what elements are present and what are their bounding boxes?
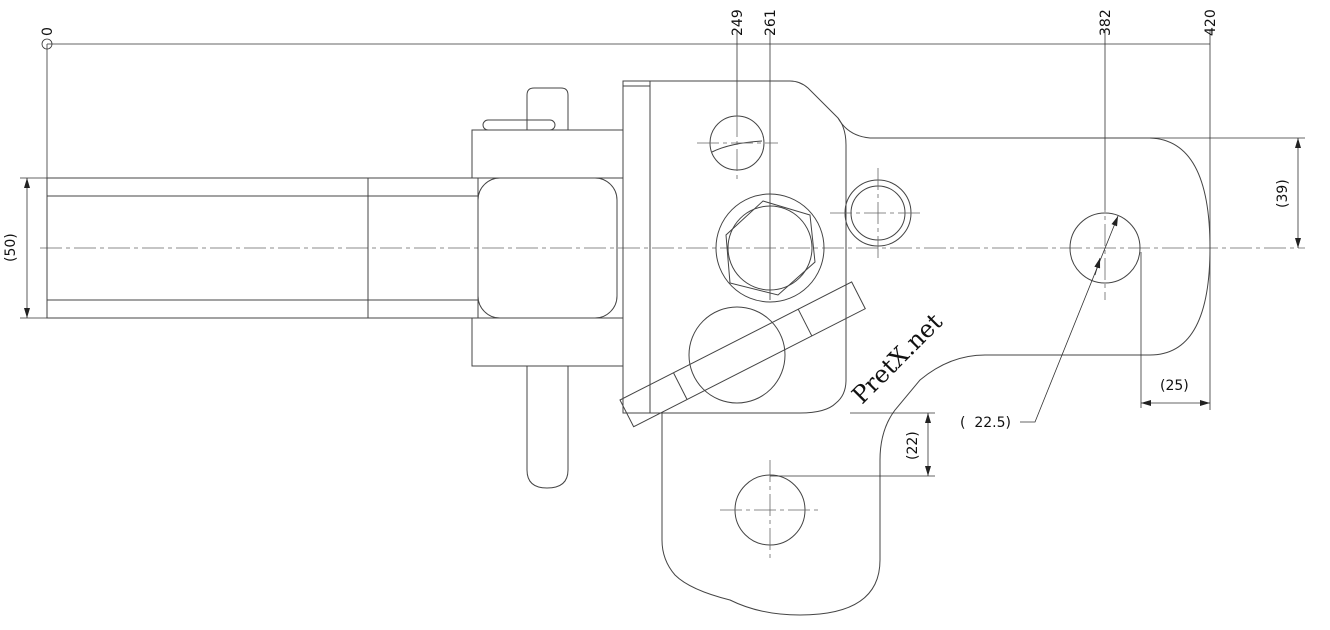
svg-text:(50): (50)	[3, 233, 19, 262]
dimension-39: (39)	[1150, 137, 1305, 248]
ordinate-420: 420	[1203, 9, 1219, 36]
dimension-radius: ( 22.5)	[960, 215, 1119, 431]
bolt-washer	[715, 193, 825, 303]
locking-handle	[619, 281, 866, 428]
svg-text:( 22.5): ( 22.5)	[960, 415, 1011, 431]
svg-text:(39): (39)	[1275, 179, 1291, 208]
ordinate-382: 382	[1098, 9, 1114, 36]
ordinate-261: 261	[763, 9, 779, 36]
dimension-50: (50)	[3, 177, 47, 319]
svg-text:(22): (22)	[905, 431, 921, 460]
dimension-25: (25)	[1140, 252, 1210, 408]
ordinate-249: 249	[730, 9, 746, 36]
coupling-plate	[622, 80, 1211, 616]
dimension-22: (22)	[770, 412, 935, 477]
watermark: PretX.net	[846, 308, 948, 410]
clevis	[471, 87, 624, 489]
ordinate-dimension: 0 249 261 382 420	[40, 9, 1219, 410]
ordinate-0: 0	[40, 27, 56, 36]
holes	[688, 115, 1141, 560]
hex-bolt-icon	[725, 200, 816, 296]
svg-text:(25): (25)	[1160, 378, 1189, 394]
